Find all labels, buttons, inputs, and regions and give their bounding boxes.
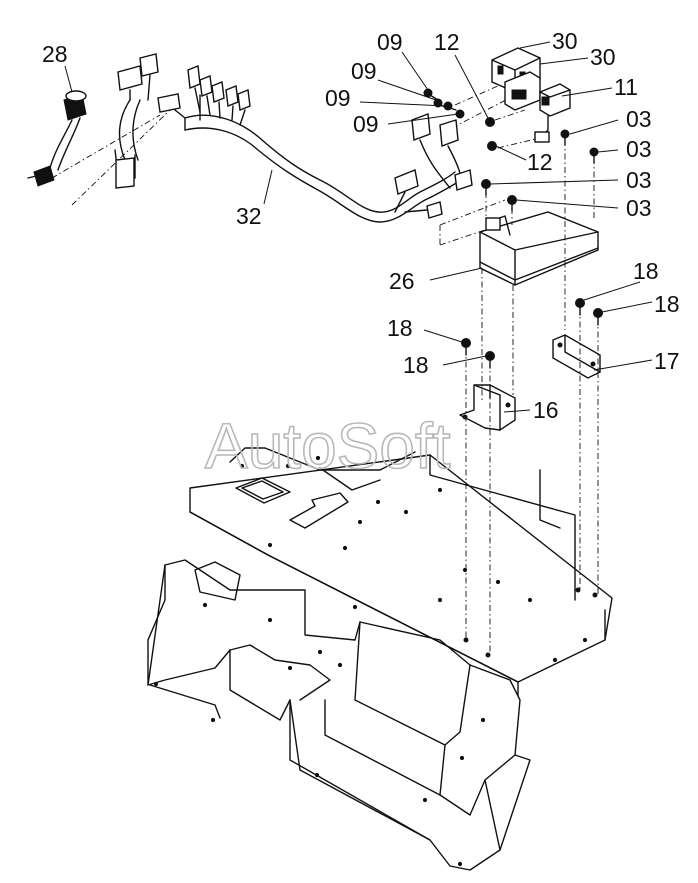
callout-16: 16 bbox=[533, 397, 559, 423]
callout-03-c: 03 bbox=[626, 167, 652, 193]
fasteners bbox=[423, 88, 603, 369]
bolt-18-a bbox=[461, 338, 471, 356]
callout-12-a: 12 bbox=[434, 29, 460, 55]
callout-26: 26 bbox=[389, 268, 415, 294]
bolt-03-c bbox=[481, 179, 491, 196]
assembly-lines bbox=[39, 84, 599, 655]
callout-32: 32 bbox=[236, 203, 262, 229]
plate-holes bbox=[153, 455, 598, 867]
controller-box bbox=[479, 211, 599, 286]
relay-connector-30 bbox=[491, 47, 541, 111]
bolt-12-a bbox=[485, 117, 495, 127]
callout-12-b: 12 bbox=[527, 149, 553, 175]
watermark: AutoSoft bbox=[205, 410, 451, 482]
callout-18-d: 18 bbox=[403, 352, 429, 378]
bracket-17 bbox=[552, 334, 601, 379]
bracket-16 bbox=[459, 384, 516, 432]
bolt-18-d bbox=[593, 308, 603, 326]
callout-30-b: 30 bbox=[590, 44, 616, 70]
callout-18-a: 18 bbox=[633, 258, 659, 284]
callouts: 28 09 09 09 09 12 12 30 30 11 03 03 03 0… bbox=[42, 28, 680, 423]
bolt-03-a bbox=[560, 129, 570, 146]
callout-17: 17 bbox=[654, 348, 680, 374]
callout-30-a: 30 bbox=[552, 28, 578, 54]
callout-09-b: 09 bbox=[351, 58, 377, 84]
callout-18-b: 18 bbox=[654, 291, 680, 317]
callout-09-d: 09 bbox=[353, 111, 379, 137]
callout-09-c: 09 bbox=[325, 85, 351, 111]
wiring-harness bbox=[114, 53, 473, 223]
switch-28 bbox=[27, 90, 87, 187]
callout-11: 11 bbox=[614, 74, 638, 100]
leader-lines bbox=[64, 41, 653, 413]
bolt-18-c bbox=[575, 298, 585, 316]
callout-03-b: 03 bbox=[626, 136, 652, 162]
callout-03-a: 03 bbox=[626, 106, 652, 132]
floor-frame bbox=[147, 447, 613, 871]
callout-28: 28 bbox=[42, 41, 68, 67]
bolt-18-b bbox=[485, 351, 495, 369]
callout-09-a: 09 bbox=[377, 29, 403, 55]
callout-18-c: 18 bbox=[387, 315, 413, 341]
callout-03-d: 03 bbox=[626, 195, 652, 221]
relay-11 bbox=[534, 83, 571, 143]
bolt-03-d bbox=[507, 195, 517, 212]
bolt-03-b bbox=[589, 147, 599, 164]
bolt-12-b bbox=[487, 141, 497, 151]
